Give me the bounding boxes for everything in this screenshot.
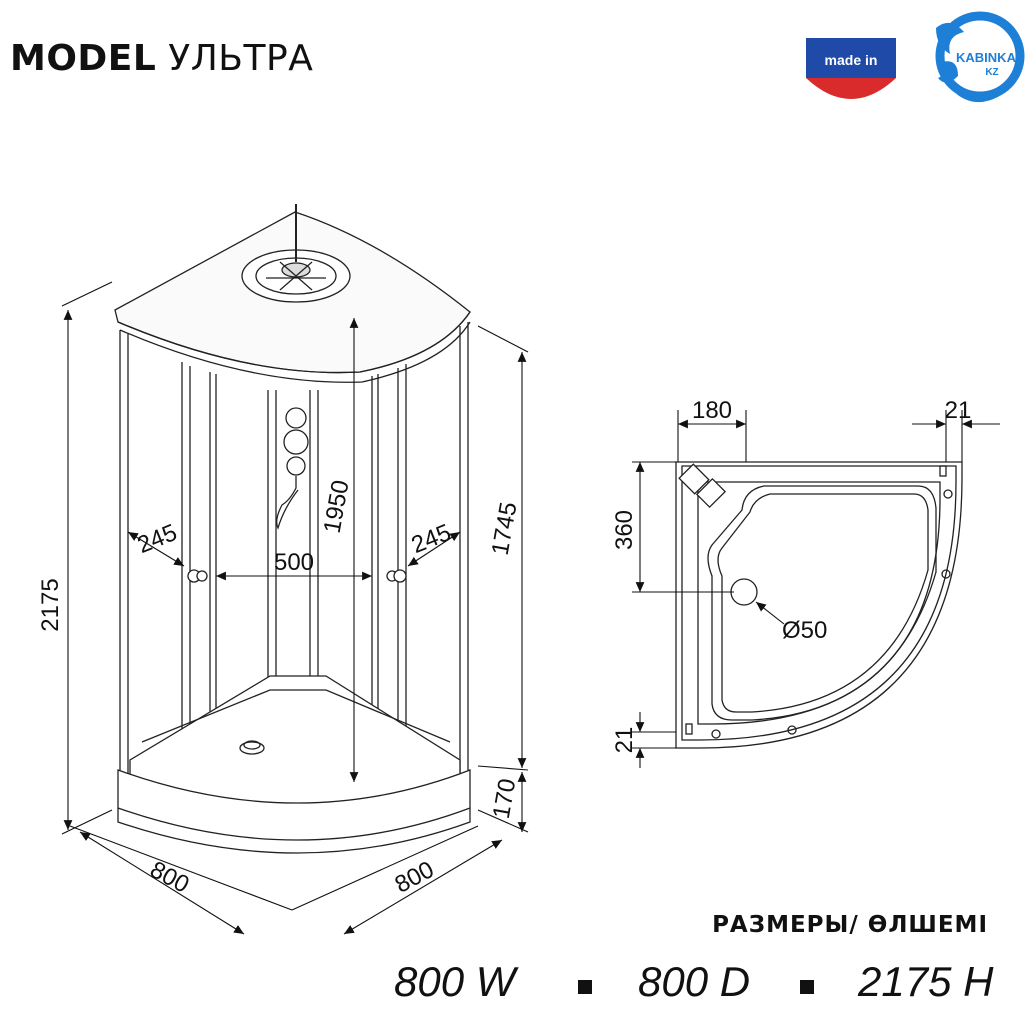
separator-square [800,980,814,994]
model-label: MODEL [10,38,157,79]
dim-total-height: 2175 [37,578,64,631]
dim-glass-height: 1950 [319,478,355,535]
sizes-label: РАЗМЕРЫ/ ӨЛШЕМІ [712,912,988,938]
logo-subtext: KZ [985,67,998,78]
dim-door-opening: 500 [274,549,314,576]
height-spec: 2175 H [858,958,994,1005]
dim-tray-height: 170 [488,777,522,821]
model-name: УЛЬТРА [168,38,314,79]
depth-spec: 800 D [638,958,751,1005]
made-in-text: made in [825,52,878,68]
plan-dimension-lines [632,410,1000,768]
dim-right-panel: 245 [408,519,455,559]
dim-mixer-offset: 180 [692,397,732,424]
dim-left-panel: 245 [134,519,181,559]
kabinka-logo: KABINKA KZ [935,11,1025,102]
perspective-dimension-lines [61,281,529,935]
dim-frame-offset-right: 21 [945,397,972,424]
dim-width: 800 [146,856,194,899]
page-title: MODEL УЛЬТРА [10,38,313,79]
dim-drain-diameter: Ø50 [782,617,827,644]
perspective-view [114,204,471,854]
dim-door-height: 1745 [487,500,523,557]
plan-dimension-labels: 180 21 360 Ø50 21 [611,397,971,753]
plan-view [675,461,963,749]
separator-square [578,980,592,994]
dim-frame-offset-bottom: 21 [611,727,638,754]
width-spec: 800 W [394,958,516,1005]
dim-drain-offset: 360 [611,510,638,550]
made-in-russia-badge: made in [806,38,896,99]
logo-text: KABINKA [956,50,1017,65]
size-spec-row: 800 W 800 D 2175 H [380,958,1010,1014]
